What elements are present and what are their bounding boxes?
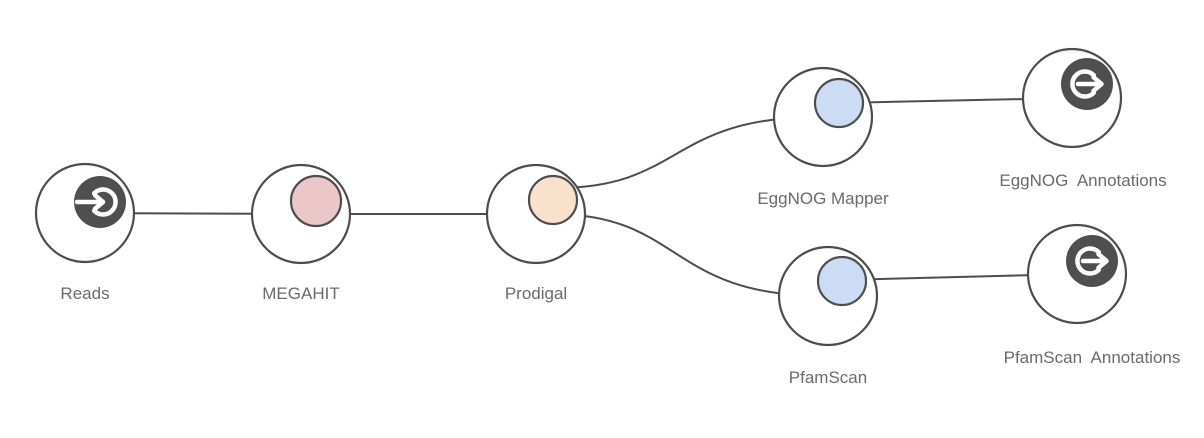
edge-prodigal-to-pfamscan bbox=[555, 213, 829, 298]
node-megahit[interactable] bbox=[250, 163, 352, 265]
node-pfamscan[interactable] bbox=[777, 245, 879, 347]
megahit-port bbox=[289, 174, 343, 228]
node-layer bbox=[34, 47, 1128, 347]
prodigal-port bbox=[527, 174, 579, 226]
node-eggnog-annotations[interactable] bbox=[1021, 47, 1123, 149]
node-prodigal[interactable] bbox=[485, 163, 587, 265]
node-reads[interactable] bbox=[34, 162, 136, 264]
edge-prodigal-to-eggnog-mapper bbox=[555, 115, 824, 189]
eggnog-mapper-label: EggNOG Mapper bbox=[757, 189, 889, 208]
eggnog-mapper-port bbox=[813, 77, 865, 129]
pfamscan-port bbox=[816, 255, 868, 307]
prodigal-label: Prodigal bbox=[505, 284, 567, 303]
login-icon bbox=[74, 176, 126, 228]
logout-icon bbox=[1061, 58, 1113, 110]
reads-label: Reads bbox=[60, 284, 109, 303]
node-eggnog-mapper[interactable] bbox=[772, 66, 874, 168]
logout-icon bbox=[1066, 235, 1118, 287]
pfamscan-label: PfamScan bbox=[789, 368, 867, 387]
pfamscan-annotations-label: PfamScan Annotations bbox=[1004, 348, 1181, 367]
megahit-label: MEGAHIT bbox=[262, 284, 339, 303]
node-pfamscan-annotations[interactable] bbox=[1026, 223, 1128, 325]
eggnog-annotations-label: EggNOG Annotations bbox=[999, 171, 1166, 190]
label-layer: Reads MEGAHIT Prodigal EggNOG Mapper EggNOG … bbox=[60, 171, 1180, 387]
